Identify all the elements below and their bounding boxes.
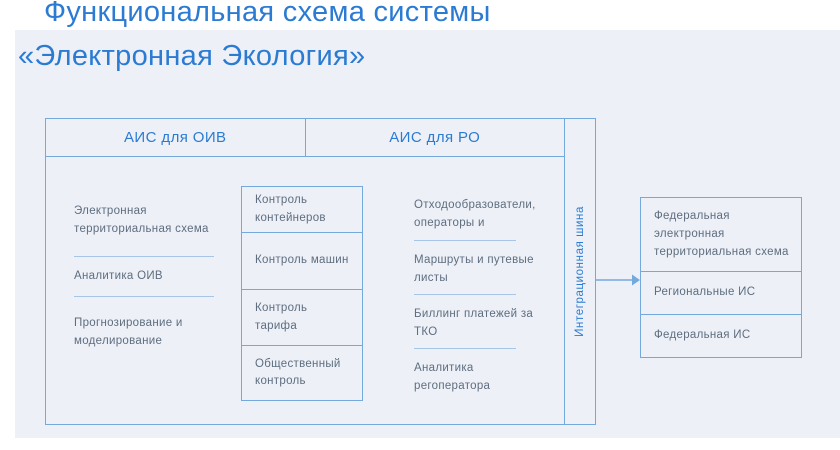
external-item-federal-scheme: Федеральная электронная территориальная … (640, 197, 802, 273)
external-systems-box: Федеральная электронная территориальная … (640, 197, 802, 359)
left-item-analytics-oiv: Аналитика ОИВ (74, 270, 163, 282)
left-item-forecasting: Прогнозирование и моделирование (74, 317, 183, 347)
right-divider (414, 294, 516, 295)
right-item-operator-analytics: Аналитика регоператора (414, 362, 491, 392)
right-divider (414, 348, 516, 349)
module-vehicle-control: Контроль машин (241, 232, 363, 290)
integration-bus: Интеграционная шина (564, 118, 596, 425)
right-item-billing: Биллинг платежей за ТКО (414, 308, 534, 338)
arrow-right-icon (596, 274, 640, 286)
right-item-routes: Маршруты и путевые листы (414, 254, 534, 284)
background-panel (15, 30, 840, 438)
right-divider (414, 240, 516, 241)
header-ais-oiv: АИС для ОИВ (46, 119, 306, 156)
diagram-header-row: АИС для ОИВ АИС для РО (46, 119, 564, 157)
page-title-line1: Функциональная схема системы (44, 0, 491, 28)
external-item-regional-is: Региональные ИС (640, 271, 802, 316)
left-divider (74, 296, 214, 297)
module-tariff-control: Контроль тарифа (241, 289, 363, 346)
integration-bus-label: Интеграционная шина (574, 206, 586, 337)
ais-diagram-box: АИС для ОИВ АИС для РО Электронная терри… (45, 118, 565, 425)
external-item-federal-is: Федеральная ИС (640, 314, 802, 359)
header-ais-ro: АИС для РО (389, 129, 481, 146)
page-title-line2: «Электронная Экология» (18, 40, 366, 72)
right-item-waste-generators: Отходообразователи, операторы и (414, 199, 536, 229)
module-public-control: Общественный контроль (241, 345, 363, 401)
module-container-control: Контроль контейнеров (241, 186, 363, 233)
left-item-territorial-scheme: Электронная территориальная схема (74, 205, 209, 235)
left-divider (74, 256, 214, 257)
